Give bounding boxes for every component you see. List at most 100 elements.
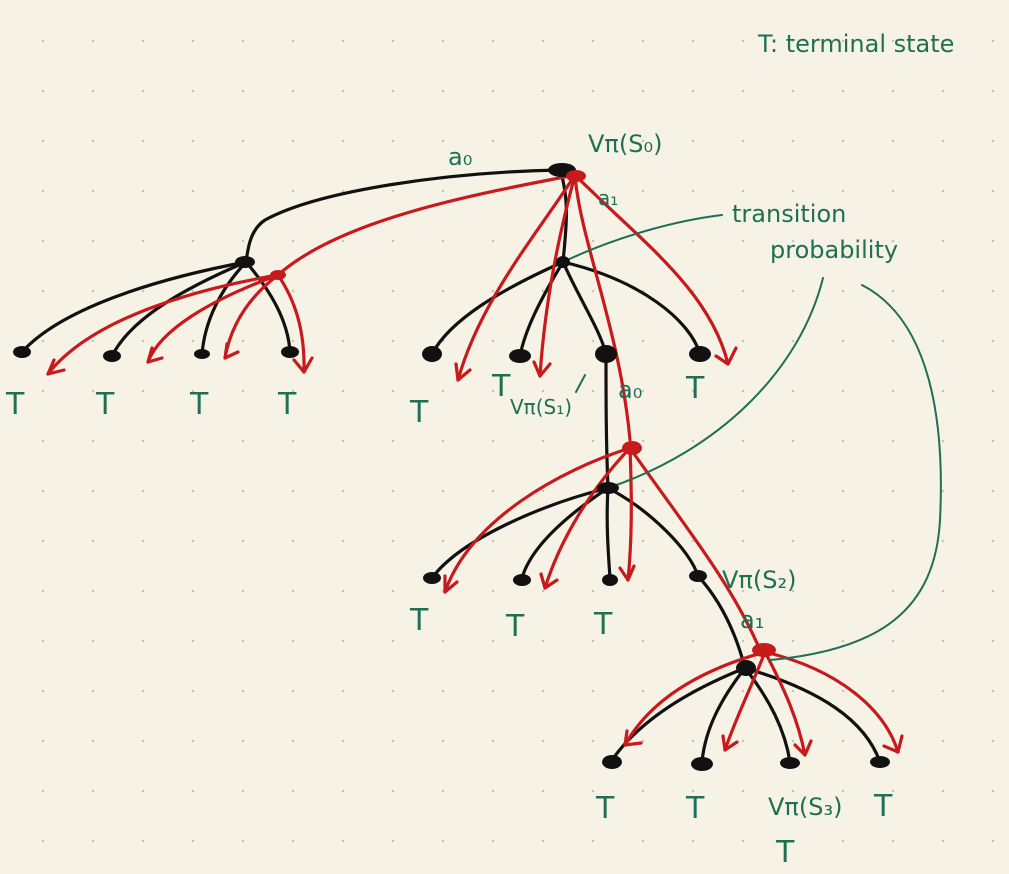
terminal-node <box>422 346 442 362</box>
action-label-a1-top: a₁ <box>598 186 618 210</box>
root-red-mark <box>566 170 586 182</box>
terminal-node <box>602 755 622 769</box>
terminal-label: T <box>873 789 893 824</box>
action-label-a0-top: a₀ <box>448 143 472 171</box>
red-head <box>443 574 459 594</box>
state-node-s1 <box>595 345 617 363</box>
red-root-t1 <box>456 173 577 382</box>
action-label-a1-low: a₁ <box>740 606 764 634</box>
nodes <box>13 163 890 771</box>
edge-s2-a1 <box>696 574 747 670</box>
edge-a0m-t1 <box>430 486 610 580</box>
red-a0-t3 <box>223 273 280 360</box>
edge-a0m-t3 <box>605 486 612 580</box>
terminal-node <box>602 574 618 586</box>
annotation-tick-vs1 <box>575 374 586 393</box>
edge-s1-a0 <box>604 352 610 490</box>
terminal-label: T <box>409 603 429 638</box>
terminal-label: T <box>491 369 511 404</box>
terminal-node <box>689 346 711 362</box>
red-a0m-t1 <box>443 446 632 594</box>
red-head <box>454 362 472 382</box>
terminal-label: T <box>685 791 705 826</box>
red-a0m-s2 <box>628 446 762 652</box>
edge-a1l-t2 <box>700 666 747 764</box>
red-a1l-s3 <box>763 650 807 757</box>
terminal-label: T <box>775 835 795 870</box>
edge-a1-t2 <box>518 260 565 358</box>
red-a1l-t1 <box>623 650 767 747</box>
edge-a0-t2 <box>110 260 248 358</box>
red-a0m-t2 <box>543 446 632 590</box>
action-label-a0-mid: a₀ <box>618 376 642 404</box>
terminal-label: T <box>505 609 525 644</box>
terminal-label: T <box>95 387 115 422</box>
red-head <box>46 358 66 376</box>
red-head <box>623 729 643 747</box>
edge-a0m-s2 <box>606 486 700 578</box>
annotation-line-3 <box>769 284 942 661</box>
red-root-a0 <box>276 173 577 277</box>
edge-a1l-t1 <box>610 666 747 762</box>
red-a1l-t3 <box>763 650 900 754</box>
state-node-s3 <box>780 757 800 769</box>
red-a0-t1 <box>46 273 280 376</box>
action-node-a0-mid <box>597 482 619 494</box>
red-head <box>539 572 559 590</box>
edge-a1l-t3 <box>743 666 882 764</box>
red-a0m-t3 <box>626 446 633 582</box>
terminal-node <box>281 346 299 358</box>
terminal-node <box>509 349 531 363</box>
terminal-node <box>194 349 210 359</box>
state-node-s2 <box>689 570 707 582</box>
terminal-label: T <box>277 387 297 422</box>
red-head <box>146 346 164 364</box>
red-head <box>532 360 552 378</box>
state-value-label-s1: Vπ(S₁) <box>510 395 572 419</box>
red-a1l-t2 <box>723 650 767 752</box>
terminal-label: T <box>595 791 615 826</box>
edge-root-a0 <box>244 168 562 264</box>
terminal-node <box>13 346 31 358</box>
edge-a1-t3 <box>561 260 702 356</box>
terminal-node <box>870 756 890 768</box>
red-root-t3 <box>573 173 730 366</box>
red-head <box>292 356 314 374</box>
red-a0-t4 <box>276 273 306 374</box>
black-edges <box>20 168 882 764</box>
red-root-s1 <box>573 173 632 442</box>
action-node-a1-low <box>736 660 756 676</box>
terminal-label: T <box>685 371 705 406</box>
edge-a0-t4 <box>244 260 292 354</box>
red-head <box>721 734 739 752</box>
terminal-node <box>103 350 121 362</box>
terminal-node <box>423 572 441 584</box>
annotation-lines <box>562 214 942 661</box>
terminal-label: T <box>5 387 25 422</box>
root-value-label: Vπ(S₀) <box>588 130 662 158</box>
terminal-label: T <box>593 607 613 642</box>
red-mark <box>752 643 776 657</box>
edge-a1-t1 <box>430 260 565 356</box>
annotation-line-transition: transition <box>732 200 846 228</box>
red-mark <box>270 270 286 280</box>
red-head <box>793 739 813 757</box>
edge-a0-t1 <box>20 260 248 354</box>
terminal-node <box>691 757 713 771</box>
edge-a0-t3 <box>200 260 248 356</box>
state-value-label-s2: Vπ(S₂) <box>722 566 796 594</box>
action-node-a0 <box>235 256 255 268</box>
legend-text: T: terminal state <box>757 30 954 58</box>
edge-a0m-t2 <box>520 486 610 580</box>
red-root-t2 <box>538 173 577 378</box>
annotation-line-1 <box>562 214 723 263</box>
red-mark <box>622 441 642 455</box>
labels: T: terminal state transition probability… <box>5 30 954 870</box>
red-head <box>223 342 240 360</box>
annotation-line-probability: probability <box>770 236 898 264</box>
terminal-label: T <box>409 395 429 430</box>
red-arrows <box>46 173 904 757</box>
action-node-a1 <box>556 256 570 268</box>
